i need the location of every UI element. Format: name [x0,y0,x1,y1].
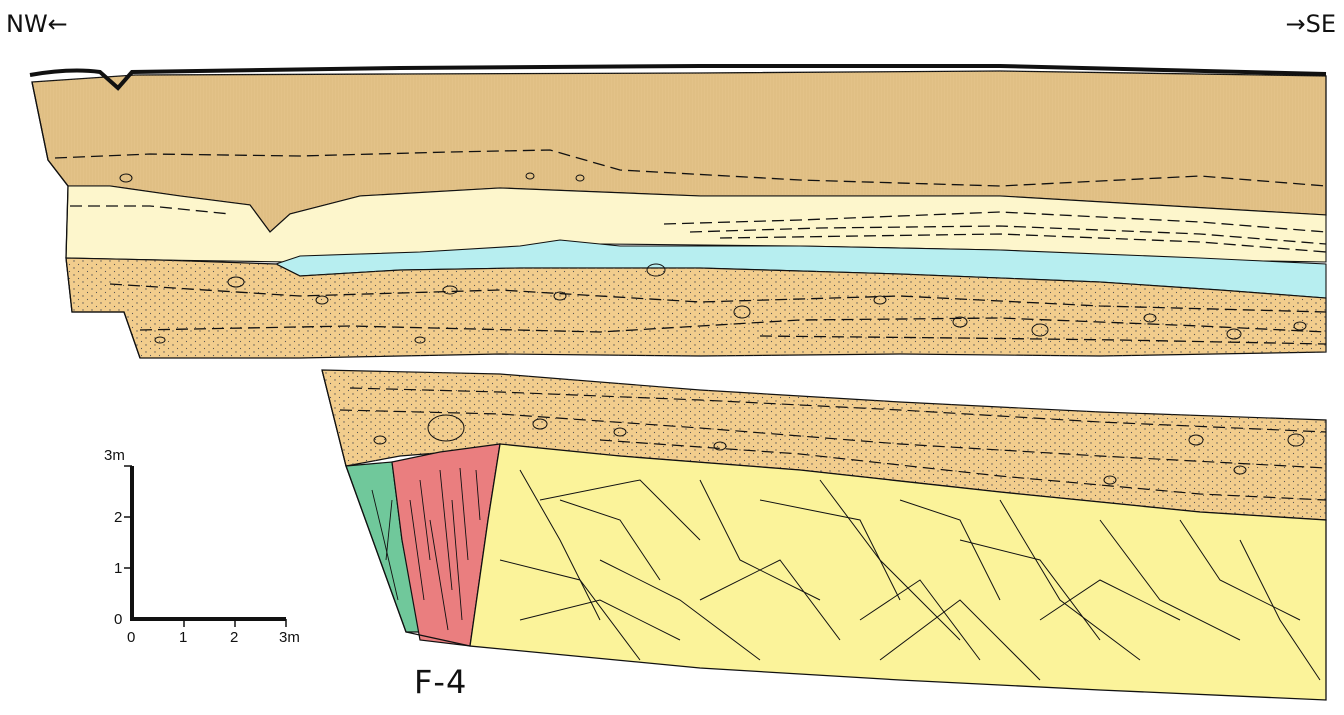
orientation-nw-label: NW← [6,10,68,38]
fault-label: F-4 [414,663,467,701]
scale-v-tick-2: 2 [114,509,122,526]
scale-bar: 0 1 2 3m 0 1 2 3m [104,447,300,646]
orientation-se-label: →SE [1285,10,1336,38]
scale-h-tick-0: 0 [127,629,135,646]
scale-v-tick-1: 1 [114,560,122,577]
scale-v-tick-3: 3m [104,447,125,464]
scale-h-tick-3: 3m [279,629,300,646]
scale-h-tick-1: 1 [179,629,187,646]
scale-h-tick-2: 2 [230,629,238,646]
scale-v-tick-0: 0 [114,611,122,628]
